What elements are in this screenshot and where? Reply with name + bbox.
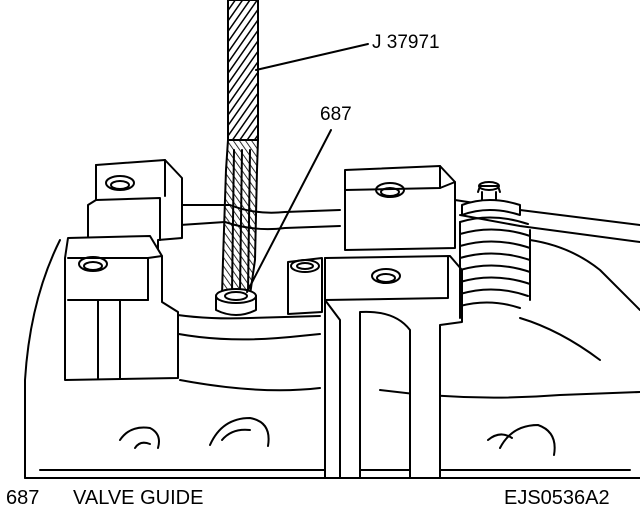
- rocker-pedestal-left-front: [64, 235, 179, 381]
- leader-line-valve-guide: [246, 129, 332, 293]
- rocker-pedestal-right-rear: [344, 165, 456, 251]
- figure-code: EJS0536A2: [504, 487, 610, 509]
- cylinder-head-valve-guide-illustration: J 37971 687: [24, 0, 640, 479]
- legend-part-description: VALVE GUIDE: [73, 487, 204, 509]
- rocker-pedestal-left-rear: [87, 159, 183, 253]
- legend-part-number: 687: [6, 487, 40, 509]
- valve-guide-687: [215, 288, 257, 316]
- callout-part-label: 687: [320, 104, 352, 125]
- valve-spring: [459, 181, 531, 319]
- head-casting-right: [519, 239, 640, 361]
- callout-tool-label: J 37971: [372, 32, 440, 53]
- rocker-pedestal-right-front: [324, 255, 463, 479]
- leader-line-tool: [255, 43, 369, 71]
- port-openings: [119, 417, 556, 456]
- tool-j37971: [221, 0, 259, 296]
- head-boss: [287, 257, 323, 315]
